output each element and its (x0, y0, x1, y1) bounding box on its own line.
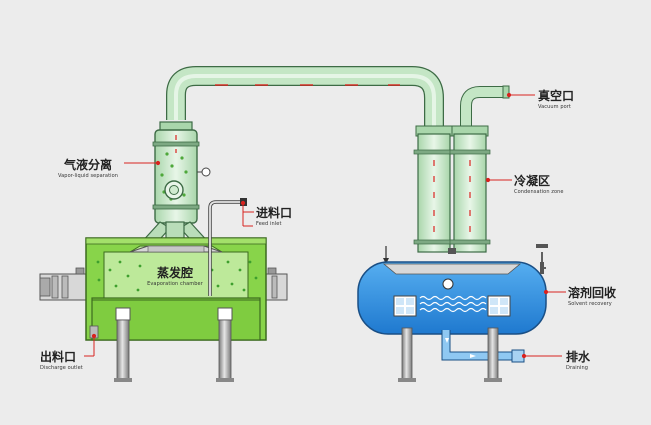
label-discharge-zh: 出料口 (40, 348, 83, 365)
label-solvent-recovery: 溶剂回收 Solvent recovery (568, 284, 616, 307)
label-feed-inlet-zh: 进料口 (256, 204, 292, 221)
label-drain: 排水 Draining (566, 348, 590, 371)
label-solvent-recovery-en: Solvent recovery (568, 301, 616, 307)
label-feed-inlet: 进料口 Feed inlet (256, 204, 292, 227)
label-vacuum-port: 真空口 Vacuum port (538, 87, 574, 110)
label-drain-zh: 排水 (566, 348, 590, 365)
label-drain-en: Draining (566, 365, 590, 371)
label-vapor-liquid-zh: 气液分离 (64, 156, 118, 173)
label-evaporation-zh: 蒸发腔 (140, 264, 210, 281)
label-vapor-liquid-en: Vapor-liquid separation (58, 173, 118, 179)
label-condensation-en: Condensation zone (514, 189, 564, 195)
label-discharge: 出料口 Discharge outlet (40, 348, 83, 371)
condensers (383, 86, 509, 264)
label-evaporation-en: Evaporation chamber (140, 281, 210, 287)
label-evaporation: 蒸发腔 Evaporation chamber (140, 264, 210, 287)
recovery-tank (358, 244, 548, 382)
label-condensation: 冷凝区 Condensation zone (514, 172, 564, 195)
label-vacuum-port-zh: 真空口 (538, 87, 574, 104)
label-solvent-recovery-zh: 溶剂回收 (568, 284, 616, 301)
label-vacuum-port-en: Vacuum port (538, 104, 574, 110)
label-vapor-liquid: 气液分离 Vapor-liquid separation (64, 156, 118, 179)
label-feed-inlet-en: Feed inlet (256, 221, 292, 227)
vapor-pipe (176, 76, 434, 130)
label-discharge-en: Discharge outlet (40, 365, 83, 371)
separator-column (140, 122, 210, 250)
label-condensation-zh: 冷凝区 (514, 172, 564, 189)
